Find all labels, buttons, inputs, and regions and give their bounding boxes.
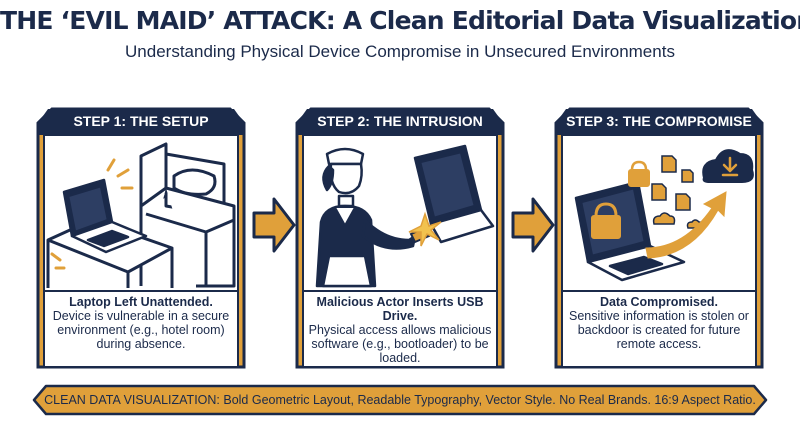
usb-drive-icon	[408, 211, 442, 247]
alert-rays-icon	[50, 158, 134, 270]
step-2-label: STEP 2: THE INTRUSION	[317, 113, 483, 129]
arrow-right-icon	[252, 197, 296, 253]
step-1-panel: STEP 1: THE SETUP	[34, 105, 248, 371]
arrow-right-icon	[511, 197, 555, 253]
step-1-caption-title: Laptop Left Unattended.	[69, 295, 213, 309]
step-3-caption-title: Data Compromised.	[599, 295, 719, 309]
step-2-caption-body: Physical access allows malicious softwar…	[308, 323, 492, 365]
step-2-caption-title: Malicious Actor Inserts USB Drive.	[316, 295, 484, 323]
cloud-download-icon	[702, 149, 754, 183]
step-3-caption-body: Sensitive information is stolen or backd…	[569, 309, 749, 351]
bed-icon	[139, 142, 236, 288]
laptop-on-desk-illustration	[46, 142, 236, 288]
step-3-label: STEP 3: THE COMPROMISE	[566, 113, 752, 129]
maid-inserting-usb-illustration	[315, 144, 495, 288]
footer-banner-shape	[32, 384, 768, 416]
step-3-caption: Data Compromised. Sensitive information …	[562, 295, 756, 351]
padlock-icon	[591, 160, 650, 239]
footer-banner: CLEAN DATA VISUALIZATION: Bold Geometric…	[32, 384, 768, 416]
cloud-icon	[652, 212, 704, 229]
document-icon	[651, 155, 694, 211]
maid-figure-icon	[315, 147, 417, 288]
page-title: THE ‘EVIL MAID’ ATTACK: A Clean Editoria…	[0, 6, 800, 35]
step-1-caption-body: Device is vulnerable in a secure environ…	[52, 309, 230, 351]
footer-text: CLEAN DATA VISUALIZATION: Bold Geometric…	[44, 393, 756, 407]
step-2-panel: STEP 2: THE INTRUSION Malicious Actor In…	[293, 105, 507, 371]
step-1-label: STEP 1: THE SETUP	[73, 113, 209, 129]
page-subtitle: Understanding Physical Device Compromise…	[125, 42, 675, 61]
data-compromised-illustration	[574, 149, 754, 282]
step-2-caption: Malicious Actor Inserts USB Drive. Physi…	[303, 295, 497, 365]
step-3-panel: STEP 3: THE COMPROMISE	[552, 105, 766, 371]
upload-arrow-icon	[645, 191, 727, 259]
laptop-icon	[413, 144, 495, 244]
step-1-caption: Laptop Left Unattended. Device is vulner…	[44, 295, 238, 351]
laptop-icon	[62, 178, 148, 254]
